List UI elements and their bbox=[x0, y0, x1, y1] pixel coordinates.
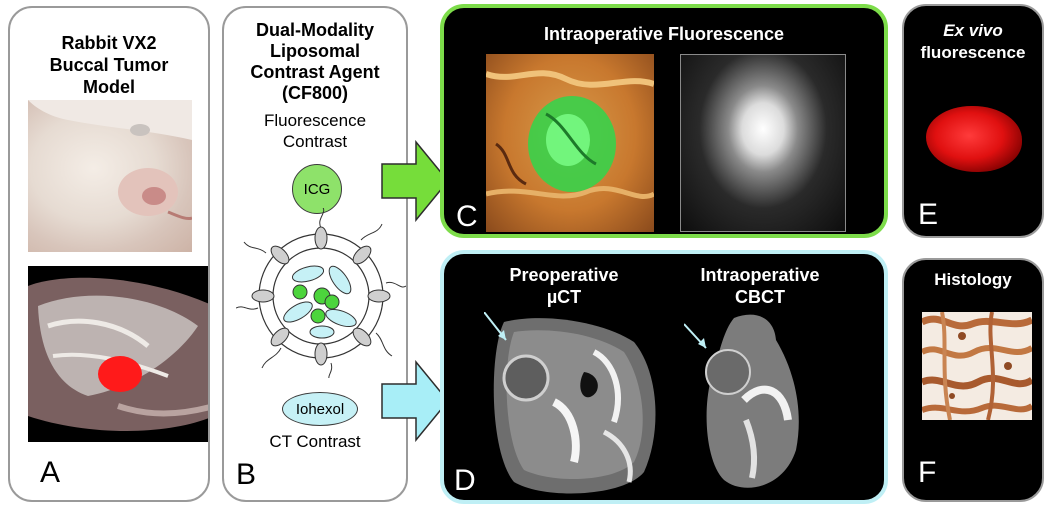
panel-f-title: Histology bbox=[934, 270, 1012, 289]
icg-label: ICG bbox=[303, 180, 331, 198]
rabbit-photo bbox=[28, 100, 192, 252]
panel-e: Ex vivo fluorescence E bbox=[902, 4, 1044, 238]
panel-a-letter: A bbox=[40, 456, 61, 489]
panel-e-title-rest: fluorescence bbox=[920, 43, 1026, 62]
panel-b-title: Dual-Modality Liposomal Contrast Agent (… bbox=[250, 20, 380, 103]
icg-circle: ICG bbox=[292, 164, 342, 214]
fluorescence-contrast-label: Fluorescence Contrast bbox=[263, 111, 367, 151]
panel-c-title: Intraoperative Fluorescence bbox=[543, 24, 785, 44]
panel-a: Rabbit VX2 Buccal Tumor Model A bbox=[8, 6, 210, 502]
panel-f-letter: F bbox=[918, 456, 937, 489]
ct-arrow bbox=[381, 360, 449, 442]
panel-d-letter: D bbox=[454, 464, 476, 497]
panel-d-label-right: Intraoperative CBCT bbox=[700, 265, 820, 307]
ct-contrast-label: CT Contrast bbox=[269, 432, 361, 451]
fluorescence-nir-image bbox=[680, 54, 846, 232]
preoperative-uct-image bbox=[484, 312, 656, 494]
ex-vivo-fluorescence-image bbox=[926, 106, 1022, 172]
panel-e-title: Ex vivo fluorescence bbox=[904, 20, 1042, 64]
panel-e-letter: E bbox=[918, 198, 939, 231]
fluorescence-arrow bbox=[381, 140, 449, 222]
ct-3d-render bbox=[28, 266, 208, 442]
liposome-diagram bbox=[236, 208, 406, 378]
panel-f: Histology F bbox=[902, 258, 1044, 502]
panel-c-letter: C bbox=[456, 200, 478, 233]
iohexol-ellipse: Iohexol bbox=[282, 392, 358, 426]
panel-d-label-left: Preoperative µCT bbox=[509, 265, 619, 307]
panel-c: Intraoperative Fluorescence C bbox=[440, 4, 888, 238]
histology-image bbox=[922, 312, 1032, 420]
panel-a-title: Rabbit VX2 Buccal Tumor Model bbox=[49, 33, 169, 97]
fluorescence-color-image bbox=[486, 54, 654, 232]
panel-b: Dual-Modality Liposomal Contrast Agent (… bbox=[222, 6, 408, 502]
panel-e-title-italic: Ex vivo bbox=[943, 21, 1003, 40]
intraoperative-cbct-image bbox=[684, 314, 799, 488]
panel-b-letter: B bbox=[236, 458, 257, 491]
panel-d: Preoperative µCT Intraoperative CBCT D bbox=[440, 250, 888, 504]
iohexol-label: Iohexol bbox=[295, 400, 345, 418]
